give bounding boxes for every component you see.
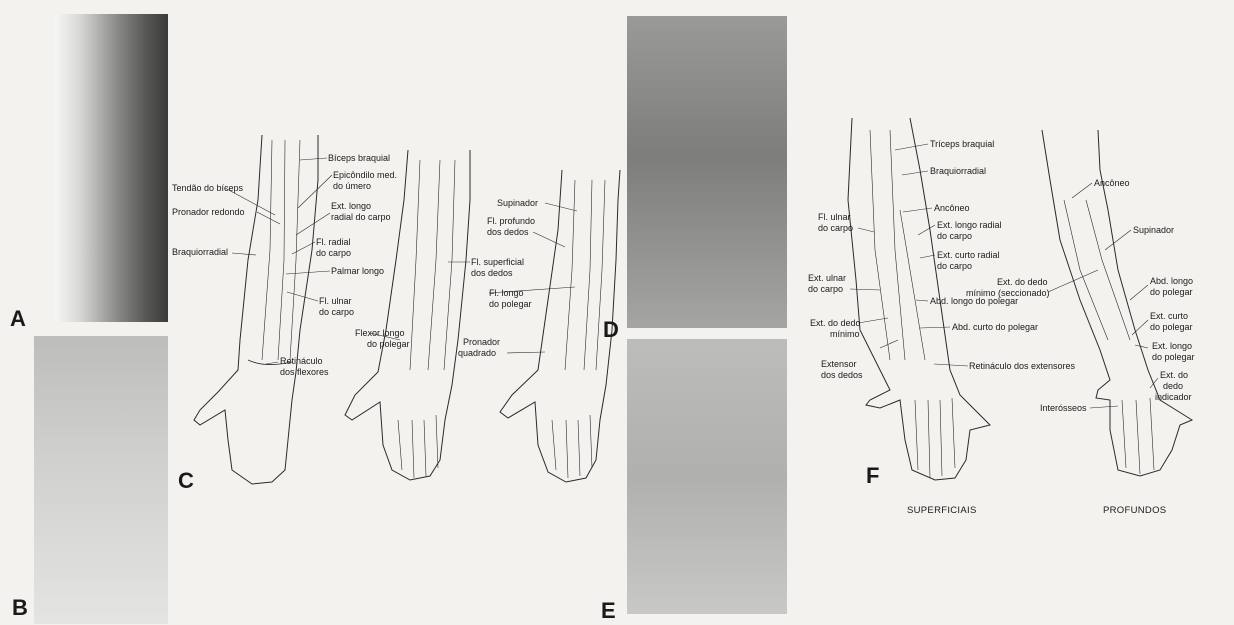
label-palmar-longo: Palmar longo	[331, 266, 384, 277]
label-supinador-c: Supinador	[497, 198, 538, 209]
label-ext-curto-radial-1: Ext. curto radial	[937, 250, 1000, 261]
label-ext-longo-radial-f-2: do carpo	[937, 231, 972, 242]
label-ext-longo-radial-2: radial do carpo	[331, 212, 391, 223]
label-pronador-quadrado-2: quadrado	[458, 348, 496, 359]
label-retinaculo-flex-1: Retináculo	[280, 356, 323, 367]
label-fl-ulnar-f-2: do carpo	[818, 223, 853, 234]
label-ext-ulnar-1: Ext. ulnar	[808, 273, 846, 284]
label-extensor-dedos-1: Extensor	[821, 359, 857, 370]
caption-superficiais: SUPERFICIAIS	[907, 505, 977, 516]
label-ext-indicador-3: indicador	[1155, 392, 1192, 403]
label-abd-longo-polegar-1: Abd. longo	[1150, 276, 1193, 287]
label-pronador-quadrado-1: Pronador	[463, 337, 500, 348]
label-fl-longo-polegar-2: do polegar	[489, 299, 532, 310]
label-ext-longo-radial-f-1: Ext. longo radial	[937, 220, 1002, 231]
label-supinador-f: Supinador	[1133, 225, 1174, 236]
label-fl-longo-polegar-1: Fl. longo	[489, 288, 524, 299]
label-ext-longo-polegar-2: do polegar	[1152, 352, 1195, 363]
label-ext-longo-polegar-1: Ext. longo	[1152, 341, 1192, 352]
label-ext-curto-polegar-1: Ext. curto	[1150, 311, 1188, 322]
label-fl-radial-2: do carpo	[316, 248, 351, 259]
label-ext-dedo-minimo-2: mínimo	[830, 329, 860, 340]
label-ext-dedo-min-sec-1: Ext. do dedo	[997, 277, 1048, 288]
label-biceps-braquial: Bíceps braquial	[328, 153, 390, 164]
label-braquiorradial-f: Braquiorradial	[930, 166, 986, 177]
label-fl-ulnar-1: Fl. ulnar	[319, 296, 352, 307]
label-flexor-longo-2: do polegar	[367, 339, 410, 350]
label-fl-ulnar-2: do carpo	[319, 307, 354, 318]
panel-letter-d: D	[603, 317, 619, 343]
label-fl-superficial-1: Fl. superficial	[471, 257, 524, 268]
label-pronador-redondo: Pronador redondo	[172, 207, 245, 218]
label-anconeo-deep: Ancôneo	[1094, 178, 1130, 189]
label-ext-ulnar-2: do carpo	[808, 284, 843, 295]
label-epicondilo-1: Epicôndilo med.	[333, 170, 397, 181]
label-retinaculo-ext: Retináculo dos extensores	[969, 361, 1075, 372]
label-ext-indicador-1: Ext. do	[1160, 370, 1188, 381]
caption-profundos: PROFUNDOS	[1103, 505, 1166, 516]
label-extensor-dedos-2: dos dedos	[821, 370, 863, 381]
label-ext-dedo-minimo-1: Ext. do dedo	[810, 318, 861, 329]
forearm-drawing-c2	[345, 150, 470, 480]
label-ext-longo-radial-1: Ext. longo	[331, 201, 371, 212]
label-fl-profundo-2: dos dedos	[487, 227, 529, 238]
label-fl-superficial-2: dos dedos	[471, 268, 513, 279]
label-ext-dedo-min-sec-2: mínimo (seccionado)	[966, 288, 1050, 299]
label-triceps: Tríceps braquial	[930, 139, 994, 150]
label-fl-profundo-1: Fl. profundo	[487, 216, 535, 227]
label-ext-curto-polegar-2: do polegar	[1150, 322, 1193, 333]
label-braquiorradial-c: Braquiorradial	[172, 247, 228, 258]
label-interosseos: Interósseos	[1040, 403, 1087, 414]
panel-letter-e: E	[601, 598, 616, 624]
label-flexor-longo-1: Flexor longo	[355, 328, 405, 339]
panel-letter-b: B	[12, 595, 28, 621]
label-abd-curto: Abd. curto do polegar	[952, 322, 1038, 333]
label-retinaculo-flex-2: dos flexores	[280, 367, 329, 378]
label-epicondilo-2: do úmero	[333, 181, 371, 192]
label-ext-indicador-2: dedo	[1163, 381, 1183, 392]
label-fl-ulnar-f-1: Fl. ulnar	[818, 212, 851, 223]
label-tendao-biceps: Tendão do bíceps	[172, 183, 243, 194]
label-ext-curto-radial-2: do carpo	[937, 261, 972, 272]
label-fl-radial-1: Fl. radial	[316, 237, 351, 248]
panel-letter-c: C	[178, 468, 194, 494]
label-anconeo: Ancôneo	[934, 203, 970, 214]
panel-letter-f: F	[866, 463, 879, 489]
label-abd-longo-polegar-2: do polegar	[1150, 287, 1193, 298]
panel-letter-a: A	[10, 306, 26, 332]
